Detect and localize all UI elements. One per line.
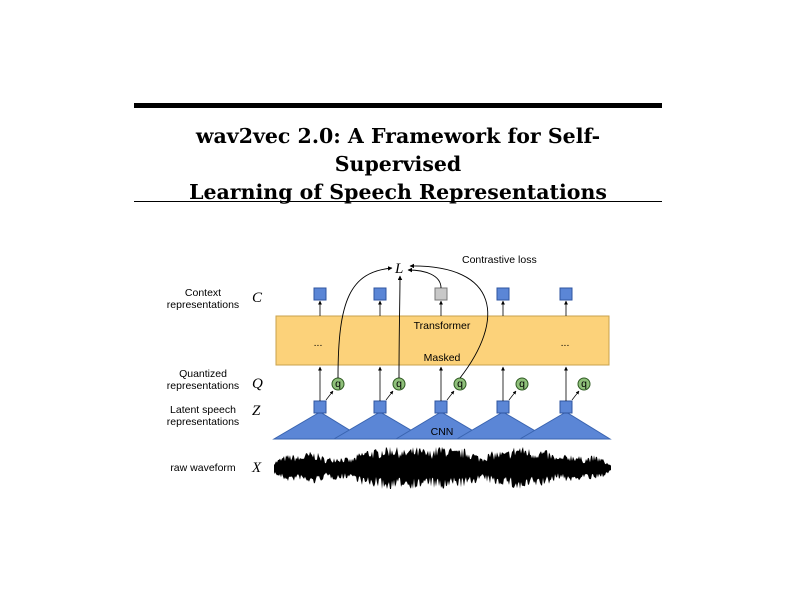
quantizer-label-4: q bbox=[519, 378, 525, 390]
quantizer-label-3: q bbox=[457, 378, 463, 390]
context-squares bbox=[313, 287, 573, 301]
top-rule bbox=[134, 103, 662, 108]
quantizer-label-2: q bbox=[396, 378, 402, 390]
transformer-block bbox=[275, 315, 610, 366]
context-square-masked bbox=[434, 287, 448, 301]
curve-q2-to-loss bbox=[397, 275, 403, 379]
title-line-2: Learning of Speech Representations bbox=[189, 180, 607, 204]
quantized-symbol: Q bbox=[252, 376, 263, 392]
latent-symbol: Z bbox=[252, 403, 261, 419]
curve-q3-to-loss bbox=[409, 263, 489, 379]
curve-context-to-loss bbox=[407, 267, 442, 289]
ellipsis-left: ... bbox=[314, 337, 323, 349]
context-square-1 bbox=[313, 287, 327, 301]
cnn-triangle-4 bbox=[455, 411, 551, 440]
latent-square-2 bbox=[373, 400, 387, 414]
cnn-triangle-1 bbox=[272, 411, 366, 440]
raw-waveform-label: raw waveform bbox=[170, 462, 236, 474]
cnn-triangle-3 bbox=[394, 411, 489, 440]
loss-symbol: L bbox=[394, 261, 403, 277]
context-square-4 bbox=[496, 287, 510, 301]
latent-square-4 bbox=[496, 400, 510, 414]
context-label-line1: Context bbox=[185, 287, 221, 299]
ellipsis-right: ... bbox=[561, 337, 570, 349]
latent-square-1 bbox=[313, 400, 327, 414]
context-square-2 bbox=[373, 287, 387, 301]
quantizer-4 bbox=[515, 377, 529, 391]
latent-squares bbox=[313, 400, 573, 414]
latent-square-5 bbox=[559, 400, 573, 414]
masked-label: Masked bbox=[424, 352, 461, 364]
latent-to-quantizer-arrows bbox=[325, 390, 580, 401]
latent-label-line2: representations bbox=[167, 416, 239, 428]
raw-symbol: X bbox=[251, 460, 262, 476]
latent-square-3 bbox=[434, 400, 448, 414]
cnn-triangle-2 bbox=[332, 411, 428, 440]
raw-waveform bbox=[274, 447, 611, 489]
cnn-triangle-5 bbox=[518, 411, 612, 440]
contrastive-loss-connections bbox=[337, 263, 489, 379]
quantizer-label-5: q bbox=[581, 378, 587, 390]
quantizer-nodes: q q q q q bbox=[331, 377, 591, 391]
arrow-q-2 bbox=[385, 390, 394, 401]
context-symbol: C bbox=[252, 290, 263, 306]
bottom-rule bbox=[134, 201, 662, 202]
latent-label-line1: Latent speech bbox=[170, 404, 236, 416]
context-square-5 bbox=[559, 287, 573, 301]
transformer-to-context-arrows bbox=[318, 300, 568, 316]
context-label-line2: representations bbox=[167, 299, 239, 311]
quantizer-5 bbox=[577, 377, 591, 391]
arrow-q-1 bbox=[325, 390, 334, 401]
arrow-q-5 bbox=[571, 390, 580, 401]
title-line-1: wav2vec 2.0: A Framework for Self-Superv… bbox=[195, 124, 601, 176]
cnn-label: CNN bbox=[431, 426, 454, 438]
arrow-q-3 bbox=[446, 390, 455, 401]
quantized-label-line2: representations bbox=[167, 380, 239, 392]
cnn-encoder: CNN bbox=[272, 411, 612, 440]
latent-to-transformer-arrows bbox=[318, 366, 568, 401]
arrow-q-4 bbox=[508, 390, 517, 401]
quantized-label-line1: Quantized bbox=[179, 368, 227, 380]
quantizer-label-1: q bbox=[335, 378, 341, 390]
curve-q1-to-loss bbox=[337, 266, 393, 379]
contrastive-loss-label: Contrastive loss bbox=[462, 254, 537, 266]
paper-title: wav2vec 2.0: A Framework for Self-Superv… bbox=[134, 122, 662, 206]
transformer-label: Transformer bbox=[414, 320, 471, 332]
